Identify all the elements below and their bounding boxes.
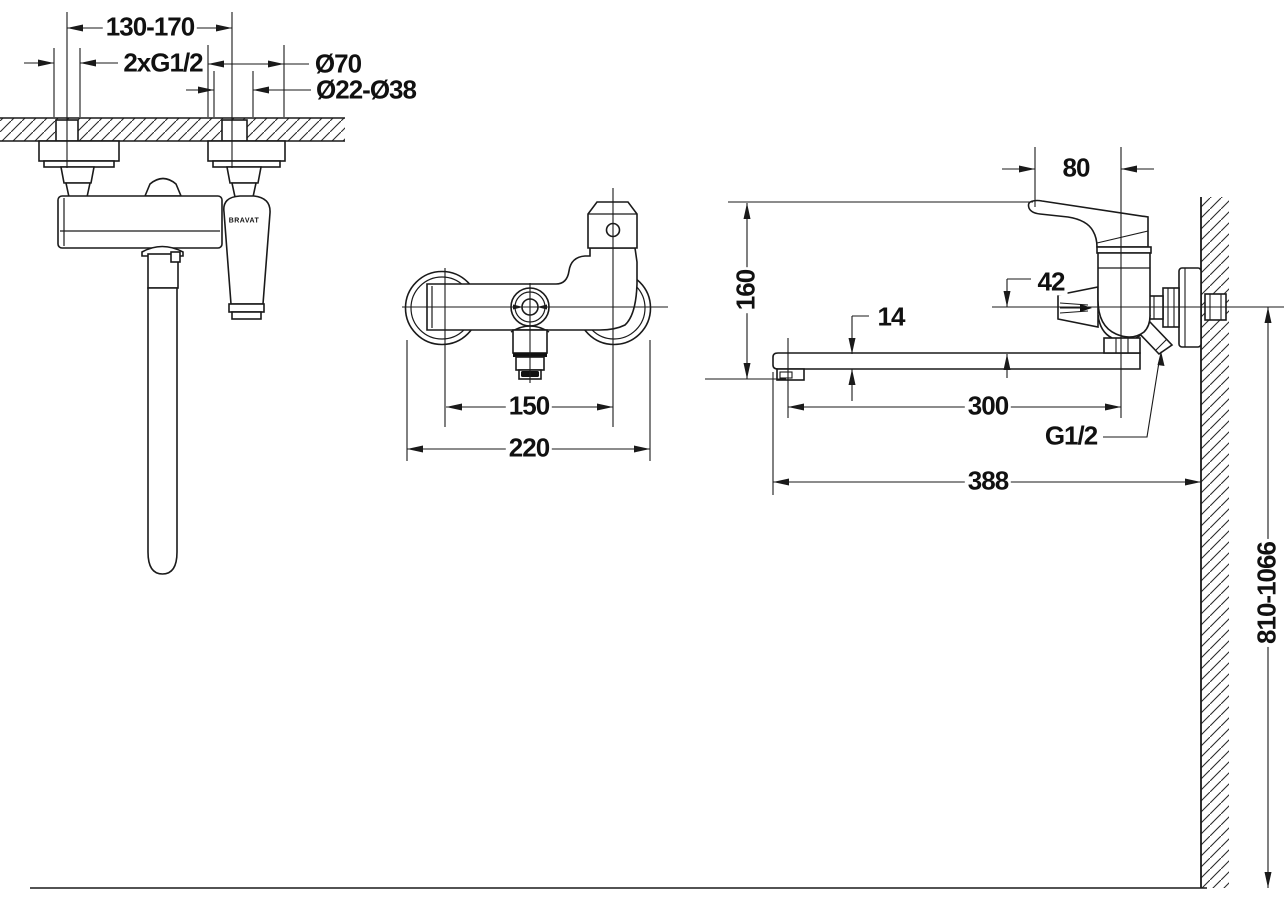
wall-nut-right xyxy=(221,119,248,142)
mixer-body-side xyxy=(1097,252,1151,338)
dim-label-outlet-thread: G1/2 xyxy=(1041,422,1101,450)
dim-label-overall-height: 160 xyxy=(730,266,760,314)
dim-label-spout-thickness: 14 xyxy=(874,303,908,331)
dim-label-overall-width: 220 xyxy=(505,434,553,462)
front-view xyxy=(38,119,286,575)
escutcheon-right xyxy=(207,140,286,162)
g12-leader-line xyxy=(1103,361,1160,438)
dimension-arrows xyxy=(38,24,1272,888)
dim-label-cover-dia: Ø22-Ø38 xyxy=(313,76,419,104)
dim-label-handle-length: 80 xyxy=(1059,154,1093,182)
side-view xyxy=(772,199,1227,381)
dim-label-inlet-centers: 150 xyxy=(505,392,553,420)
brand-logo: BRAVAT xyxy=(228,217,260,225)
spout-tube-front xyxy=(147,287,178,575)
dim-label-inlet-thread: 2xG1/2 xyxy=(120,49,206,77)
wall-section-top xyxy=(0,117,345,142)
dim-label-spout-reach: 300 xyxy=(964,392,1012,420)
diverter-knob-front xyxy=(143,177,183,197)
handle-front xyxy=(223,195,271,305)
plan-view xyxy=(404,201,652,380)
s-connector-right xyxy=(226,166,262,184)
handle-lever-side xyxy=(1027,199,1149,248)
dim-label-overall-reach: 388 xyxy=(964,467,1012,495)
dim-label-diverter-offset: 42 xyxy=(1034,268,1068,296)
escutcheon-left xyxy=(38,140,120,162)
dim-label-centers-range: 130-170 xyxy=(102,13,198,41)
dim-label-escutcheon-dia: Ø70 xyxy=(311,50,365,78)
spout-side xyxy=(772,352,1141,370)
mixer-body-front xyxy=(57,195,223,249)
dim-label-mounting-height: 810-1066 xyxy=(1251,539,1281,647)
s-connector-left xyxy=(60,166,95,184)
